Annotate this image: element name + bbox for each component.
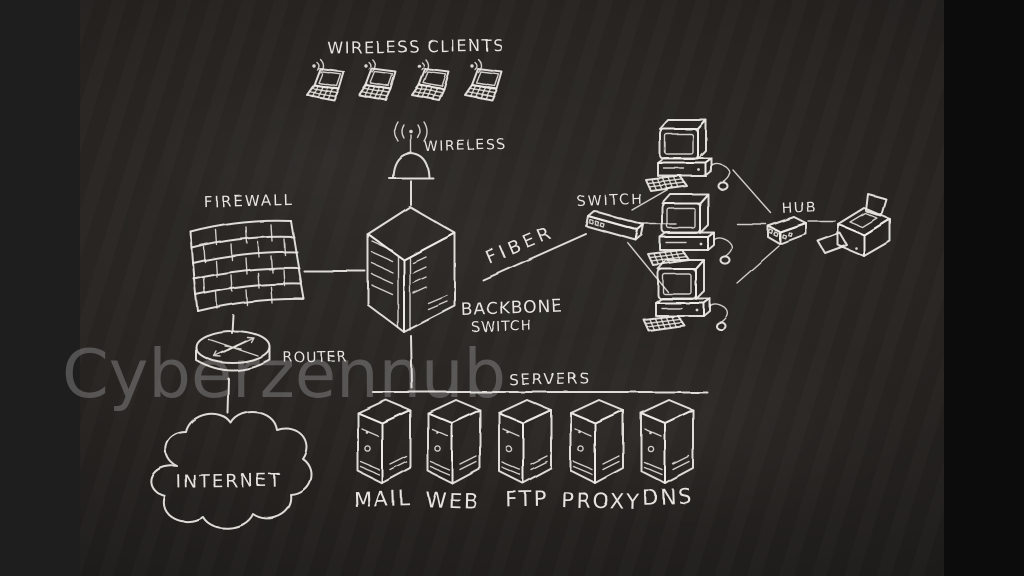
fiber-label: FIBER [483,221,557,268]
switch-label: SWITCH [577,192,644,210]
server-tower-icon-mail [357,399,411,484]
link-switch-pc3 [627,242,669,293]
firewall-label: FIREWALL [204,191,294,211]
internet-label: INTERNET [176,470,282,493]
link-pc3-hub [736,245,780,284]
server-tower-icon-dns [640,399,694,484]
wireless-label: WIRELESS [424,137,507,155]
access-point-icon [388,121,434,179]
right-backdrop-bar [944,0,1024,576]
link-router-internet [227,378,230,414]
laptop-icon [411,58,450,101]
laptop-icon [464,58,503,101]
router-label: ROUTER [283,349,347,366]
printer-icon [817,193,891,257]
firewall-bricks [203,224,286,309]
wireless-clients-label: WIRELESS CLIENTS [327,35,504,57]
backbone-switch-label-line1: BACKBONE [460,296,563,320]
backbone-switch-label-line2: SWITCH [471,318,532,336]
server-label-ftp: FTP [505,487,549,512]
server-tower-icon-web [427,399,481,484]
switch-icon [585,210,645,241]
link-backbone-servers [410,335,413,389]
server-label-mail: MAIL [353,486,412,512]
server-label-web: WEB [426,488,481,513]
router-icon [195,330,271,372]
link-pc1-hub [732,169,772,214]
workstation-icon [643,259,729,332]
server-tower-icon-ftp [498,399,552,484]
servers-label: SERVERS [509,369,592,388]
link-switch-pc1 [631,186,673,211]
laptop-icon [358,58,397,101]
antenna-dot-icon [409,129,413,134]
server-label-dns: DNS [642,484,694,510]
server-label-proxy: PROXY [561,488,641,514]
link-firewall-router [231,314,234,334]
backbone-switch-icon [367,206,456,333]
hub-label: HUB [781,199,817,217]
workstation-icon [645,119,731,192]
firewall-icon [190,219,305,312]
workstation-icon [647,193,733,266]
link-lines [227,169,836,414]
fiber-link-line [482,233,587,281]
left-backdrop-bar [0,0,80,576]
internet-cloud-icon [149,411,313,530]
server-tower-icon-proxy [570,399,624,484]
chalkboard [80,0,944,576]
hub-icon [767,216,807,245]
laptop-icon [306,58,345,101]
